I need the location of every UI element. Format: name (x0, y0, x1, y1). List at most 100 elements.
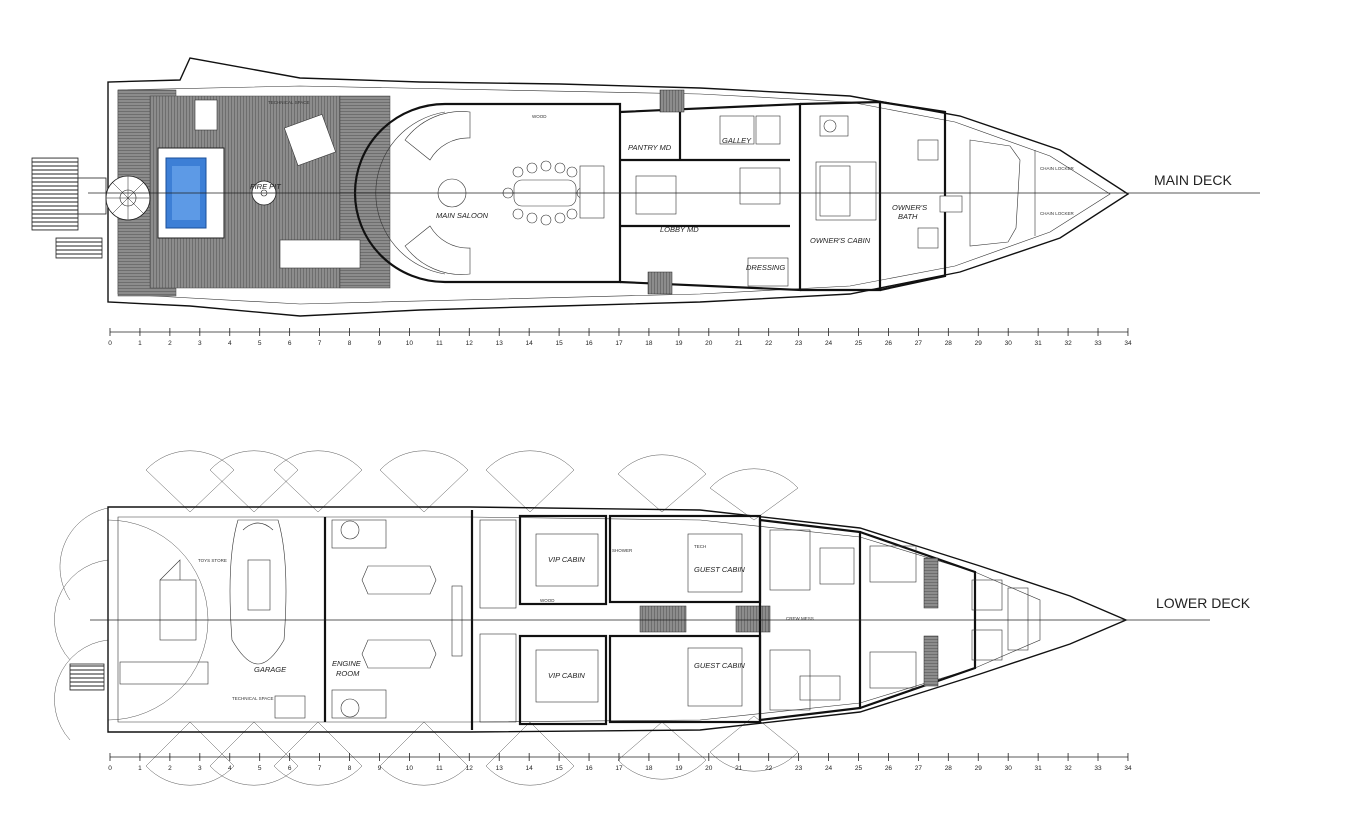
main-scale-tick-label: 14 (526, 340, 534, 347)
main-scale-tick-label: 9 (378, 340, 382, 347)
main-scale-tick-label: 26 (885, 340, 893, 347)
chain-locker-label-1: CHAIN LOCKER (1040, 166, 1075, 171)
main-scale-tick-label: 27 (915, 340, 923, 347)
main-scale-tick-label: 33 (1094, 340, 1102, 347)
dressing-label: DRESSING (746, 263, 785, 272)
lower-scale-tick-label: 10 (406, 765, 414, 772)
lower-scale-tick-label: 29 (975, 765, 983, 772)
lower-scale-tick-label: 3 (198, 765, 202, 772)
lower-scale-tick-label: 32 (1064, 765, 1072, 772)
main-scale-tick-label: 31 (1035, 340, 1043, 347)
lower-scale-tick-label: 21 (735, 765, 743, 772)
lower-scale-tick-label: 20 (705, 765, 713, 772)
lower-scale-tick-label: 9 (378, 765, 382, 772)
technical-space-label: TECHNICAL SPACE (268, 100, 310, 105)
owners-bath-label-1: OWNER'S (892, 203, 927, 212)
lower-scale-tick-label: 13 (496, 765, 504, 772)
main-scale-tick-label: 22 (765, 340, 773, 347)
shower-label: SHOWER (612, 548, 633, 553)
main-scale-tick-label: 16 (585, 340, 593, 347)
main-scale-tick-label: 10 (406, 340, 414, 347)
main-scale-tick-label: 2 (168, 340, 172, 347)
vip-cabin-label-2: VIP CABIN (548, 671, 585, 680)
lower-technical-space-label: TECHNICAL SPACE (232, 696, 274, 701)
main-scale-tick-label: 30 (1005, 340, 1013, 347)
lower-scale-tick-label: 5 (258, 765, 262, 772)
main-scale-tick-label: 28 (945, 340, 953, 347)
main-scale-tick-label: 4 (228, 340, 232, 347)
lower-scale-tick-label: 25 (855, 765, 863, 772)
lower-scale-tick-label: 31 (1035, 765, 1043, 772)
main-scale-tick-label: 1 (138, 340, 142, 347)
galley-label: GALLEY (722, 136, 752, 145)
main-scale-tick-label: 24 (825, 340, 833, 347)
lower-scale-tick-label: 22 (765, 765, 773, 772)
lower-scale-tick-label: 8 (348, 765, 352, 772)
main-scale-tick-label: 34 (1124, 340, 1132, 347)
lower-scale-tick-label: 11 (436, 765, 443, 772)
engine-room-label-1: ENGINE (332, 659, 362, 668)
main-scale-tick-label: 20 (705, 340, 713, 347)
lower-deck-plan: GARAGE TOYS STORE TECHNICAL SPACE ENGINE… (54, 450, 1251, 786)
lower-scale-tick-label: 12 (466, 765, 474, 772)
lower-scale-tick-label: 17 (615, 765, 623, 772)
lower-scale-tick-label: 6 (288, 765, 292, 772)
owners-bath-label-2: BATH (898, 212, 918, 221)
main-scale-tick-label: 18 (645, 340, 653, 347)
guest-cabin-label-1: GUEST CABIN (694, 565, 745, 574)
lower-scale-tick-label: 28 (945, 765, 953, 772)
lower-scale-tick-label: 1 (138, 765, 142, 772)
lower-wood-label: WOOD (540, 598, 555, 603)
lower-scale-tick-label: 4 (228, 765, 232, 772)
main-scale-tick-label: 13 (496, 340, 504, 347)
lobby-label: LOBBY MD (660, 225, 699, 234)
garage-label: GARAGE (254, 665, 287, 674)
owners-cabin-label: OWNER'S CABIN (810, 236, 871, 245)
main-scale-tick-label: 32 (1064, 340, 1072, 347)
engine-room-label-2: ROOM (336, 669, 360, 678)
pantry-label: PANTRY MD (628, 143, 672, 152)
lower-scale-tick-label: 26 (885, 765, 893, 772)
lower-scale-tick-label: 15 (555, 765, 563, 772)
lower-scale-tick-label: 27 (915, 765, 923, 772)
lower-scale-tick-label: 2 (168, 765, 172, 772)
fire-pit-label: FIRE PIT (250, 182, 282, 191)
main-scale-tick-label: 11 (436, 340, 443, 347)
lower-scale-tick-label: 19 (675, 765, 683, 772)
lower-scale-tick-label: 0 (108, 765, 112, 772)
lower-scale-tick-label: 14 (526, 765, 534, 772)
lower-scale-tick-label: 24 (825, 765, 833, 772)
main-scale-tick-label: 8 (348, 340, 352, 347)
main-deck-plan: FIRE PIT MAIN SALOON PANTRY MD GALLEY LO (31, 57, 1260, 347)
lower-deck-title: LOWER DECK (1156, 595, 1251, 611)
toys-store-label: TOYS STORE (198, 558, 227, 563)
main-scale-tick-label: 7 (318, 340, 322, 347)
main-scale-tick-label: 6 (288, 340, 292, 347)
swim-platform (31, 157, 79, 231)
main-scale-tick-label: 21 (735, 340, 743, 347)
main-scale-tick-label: 0 (108, 340, 112, 347)
main-deck-title: MAIN DECK (1154, 172, 1232, 188)
lower-scale-tick-label: 34 (1124, 765, 1132, 772)
guest-cabin-label-2: GUEST CABIN (694, 661, 745, 670)
main-scale-tick-label: 17 (615, 340, 623, 347)
wood-label: WOOD (532, 114, 547, 119)
main-saloon-label: MAIN SALOON (436, 211, 489, 220)
lower-scale-tick-label: 23 (795, 765, 803, 772)
main-scale-tick-label: 12 (466, 340, 474, 347)
chain-locker-label-2: CHAIN LOCKER (1040, 211, 1075, 216)
main-scale-tick-label: 29 (975, 340, 983, 347)
lower-scale-tick-label: 16 (585, 765, 593, 772)
main-scale-tick-label: 5 (258, 340, 262, 347)
tech-label: TECH (694, 544, 706, 549)
lower-scale-tick-label: 33 (1094, 765, 1102, 772)
lower-scale-tick-label: 30 (1005, 765, 1013, 772)
main-scale-tick-label: 15 (555, 340, 563, 347)
lower-scale-tick-label: 18 (645, 765, 653, 772)
vip-cabin-label-1: VIP CABIN (548, 555, 585, 564)
main-scale-tick-label: 25 (855, 340, 863, 347)
lower-scale-tick-label: 7 (318, 765, 322, 772)
